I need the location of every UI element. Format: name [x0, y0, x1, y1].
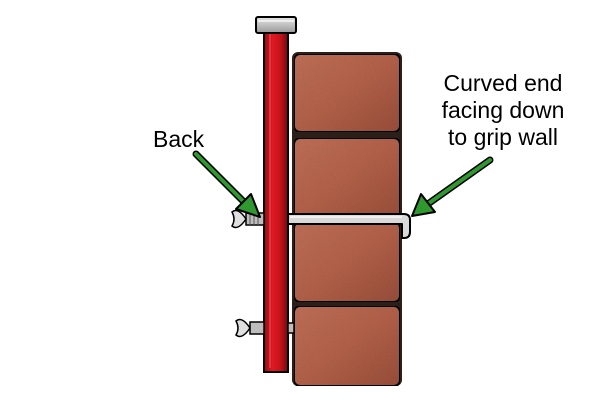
- brick: [293, 221, 401, 303]
- brick: [293, 305, 401, 387]
- red-pipe: [263, 27, 289, 373]
- back-label: Back: [153, 126, 205, 152]
- curved-end-label-line-3: to grip wall: [448, 124, 558, 150]
- curved-end-label-line-1: Curved end: [443, 70, 563, 96]
- green-arrow-icon: [192, 150, 261, 218]
- brick: [293, 53, 401, 133]
- wing-nut-icon: [235, 318, 295, 338]
- curved-end-label-line-2: facing down: [441, 97, 565, 123]
- green-arrow-icon: [411, 156, 494, 217]
- curved-end-label: Curved end facing down to grip wall: [418, 70, 588, 151]
- pipe-top-cap: [255, 16, 297, 34]
- wing-nut-icon: [231, 209, 265, 229]
- brick: [293, 137, 401, 221]
- pipe-clip-strap: [287, 213, 411, 239]
